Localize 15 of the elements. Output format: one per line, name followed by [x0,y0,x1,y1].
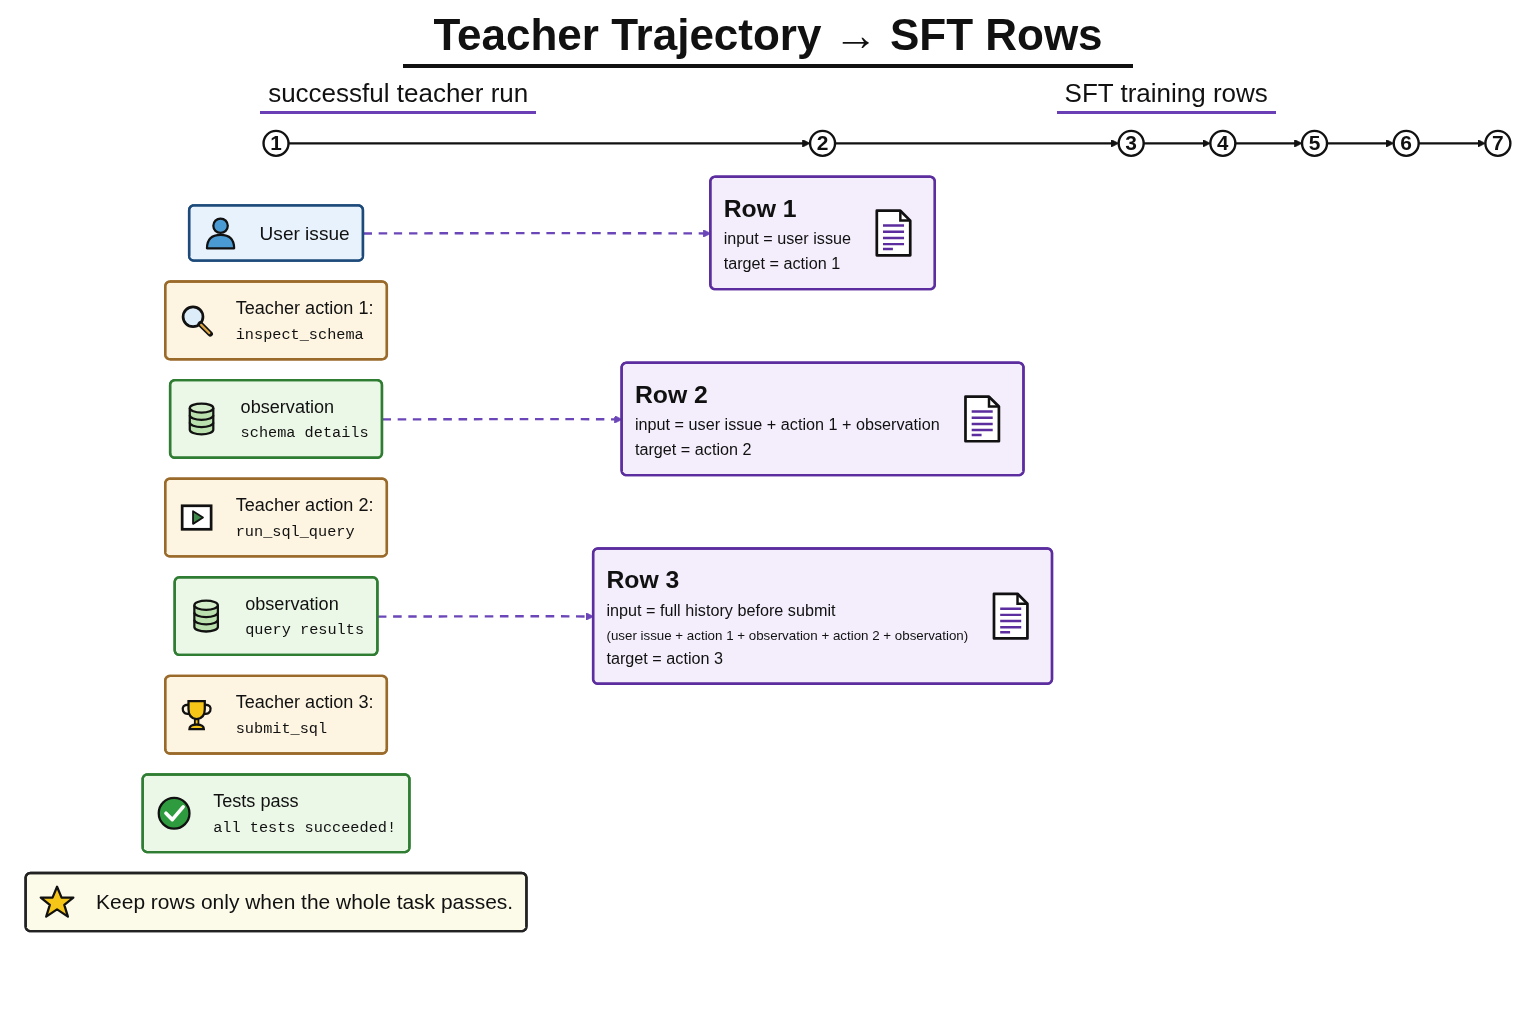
section-heading: successful teacher run [260,78,537,114]
arrow [288,139,811,148]
node-circle: 1 [262,129,290,158]
node-circle: 3 [1117,129,1145,158]
arrow [1418,139,1486,148]
node-circle: 7 [1484,129,1512,158]
node-circle: 6 [1392,129,1420,158]
arrow [1235,139,1303,148]
arrow [377,612,594,621]
section-heading: SFT training rows [1056,78,1276,114]
arrow [1143,139,1211,148]
node-circle: 4 [1209,129,1237,158]
diagram-title: Teacher Trajectory → SFT Rows [403,10,1133,68]
node-circle: 5 [1300,129,1329,158]
node-circle: 2 [808,129,837,158]
